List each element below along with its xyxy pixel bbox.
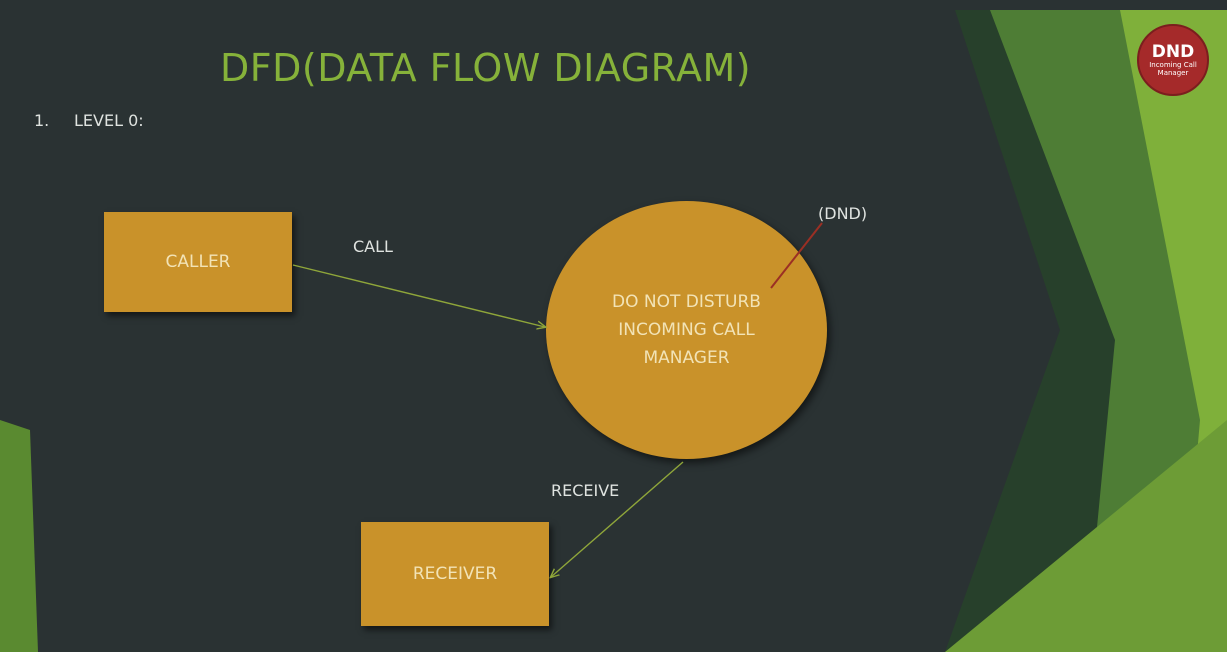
caller-label: CALLER bbox=[165, 252, 231, 272]
list-item-text: LEVEL 0: bbox=[74, 111, 144, 130]
decor-lower-triangle bbox=[945, 420, 1227, 652]
logo-sub-line-1: Incoming Call bbox=[1149, 61, 1197, 69]
process-dnd-manager: DO NOT DISTURB INCOMING CALL MANAGER bbox=[546, 201, 827, 459]
process-label-line-2: INCOMING CALL bbox=[618, 320, 755, 340]
dnd-logo: DND Incoming Call Manager bbox=[1137, 24, 1209, 96]
process-label-line-3: MANAGER bbox=[643, 348, 730, 368]
process-label-line-1: DO NOT DISTURB bbox=[612, 292, 761, 312]
receive-flow-label: RECEIVE bbox=[551, 481, 620, 500]
external-entity-caller: CALLER bbox=[104, 212, 292, 312]
slide-title: DFD(DATA FLOW DIAGRAM) bbox=[220, 46, 752, 90]
dnd-annotation-label: (DND) bbox=[818, 204, 868, 223]
list-number: 1. bbox=[34, 111, 50, 130]
decor-left-strip bbox=[0, 420, 38, 652]
external-entity-receiver: RECEIVER bbox=[361, 522, 549, 626]
logo-main-text: DND bbox=[1151, 42, 1195, 62]
list-item-level-0: 1. LEVEL 0: bbox=[34, 111, 144, 130]
logo-sub-line-2: Manager bbox=[1157, 69, 1189, 77]
call-flow-label: CALL bbox=[353, 237, 393, 256]
process-label: DO NOT DISTURB INCOMING CALL MANAGER bbox=[612, 288, 761, 372]
receiver-label: RECEIVER bbox=[412, 564, 498, 584]
